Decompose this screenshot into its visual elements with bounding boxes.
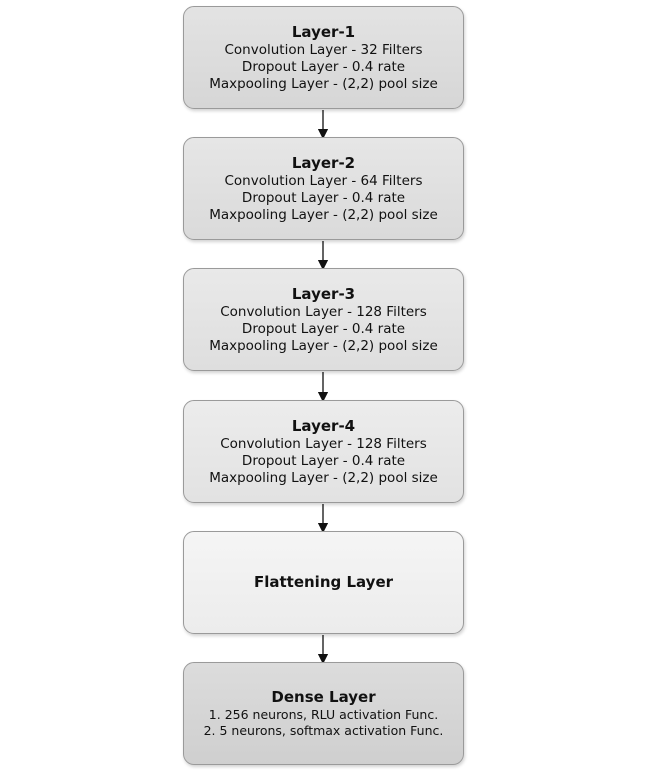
layer-4-box: Layer-4 Convolution Layer - 128 Filters … (183, 400, 464, 503)
layer-3-dropout: Dropout Layer - 0.4 rate (241, 320, 406, 337)
layer-3-box: Layer-3 Convolution Layer - 128 Filters … (183, 268, 464, 371)
layer-4-maxpooling: Maxpooling Layer - (2,2) pool size (209, 469, 438, 486)
layer-3-maxpooling: Maxpooling Layer - (2,2) pool size (209, 337, 438, 354)
flattening-layer-title: Flattening Layer (253, 573, 394, 591)
layer-1-box: Layer-1 Convolution Layer - 32 Filters D… (183, 6, 464, 109)
layer-2-box: Layer-2 Convolution Layer - 64 Filters D… (183, 137, 464, 240)
dense-layer-box: Dense Layer 1. 256 neurons, RLU activati… (183, 662, 464, 765)
dense-layer-item-1: 1. 256 neurons, RLU activation Func. (208, 707, 439, 722)
layer-4-convolution: Convolution Layer - 128 Filters (220, 435, 427, 452)
layer-3-title: Layer-3 (291, 284, 356, 303)
layer-2-dropout: Dropout Layer - 0.4 rate (241, 189, 406, 206)
layer-2-title: Layer-2 (291, 153, 356, 172)
layer-1-dropout: Dropout Layer - 0.4 rate (241, 58, 406, 75)
flattening-layer-box: Flattening Layer (183, 531, 464, 634)
layer-1-maxpooling: Maxpooling Layer - (2,2) pool size (209, 75, 438, 92)
layer-1-convolution: Convolution Layer - 32 Filters (224, 41, 423, 58)
layer-3-convolution: Convolution Layer - 128 Filters (220, 303, 427, 320)
dense-layer-item-2: 2. 5 neurons, softmax activation Func. (203, 723, 444, 738)
layer-2-maxpooling: Maxpooling Layer - (2,2) pool size (209, 206, 438, 223)
layer-4-title: Layer-4 (291, 416, 356, 435)
dense-layer-title: Dense Layer (271, 688, 376, 706)
layer-1-title: Layer-1 (291, 22, 356, 41)
layer-2-convolution: Convolution Layer - 64 Filters (224, 172, 423, 189)
layer-4-dropout: Dropout Layer - 0.4 rate (241, 452, 406, 469)
